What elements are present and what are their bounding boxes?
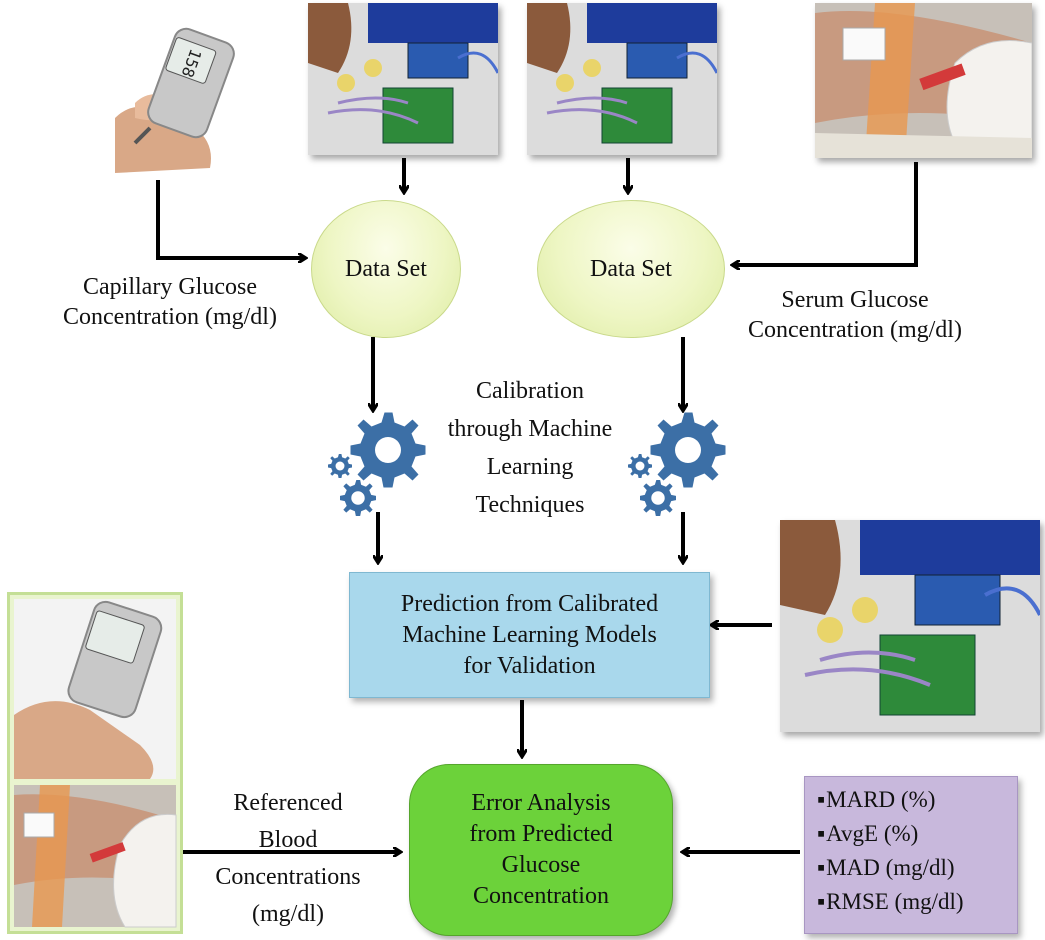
sensor-device-photo-2 <box>527 3 717 155</box>
error-analysis-box: Error Analysis from Predicted Glucose Co… <box>409 764 673 936</box>
referenced-label: Referenced Blood Concentrations (mg/dl) <box>215 790 361 927</box>
metric-mard: MARD (%) <box>817 783 1017 817</box>
gear-icon-right <box>628 412 726 516</box>
dataset-left-label: Data Set <box>345 255 427 282</box>
calibration-label: Calibration through Machine Learning Tec… <box>447 378 613 518</box>
capillary-label: Capillary Glucose Concentration (mg/dl) <box>63 274 277 330</box>
metrics-box: MARD (%) AvgE (%) MAD (mg/dl) RMSE (mg/d… <box>804 776 1018 934</box>
metric-mad: MAD (mg/dl) <box>817 851 1017 885</box>
metric-avge: AvgE (%) <box>817 817 1017 851</box>
sensor-device-photo-1 <box>308 3 498 155</box>
prediction-box: Prediction from Calibrated Machine Learn… <box>349 572 710 698</box>
serum-label: Serum Glucose Concentration (mg/dl) <box>748 287 962 343</box>
dataset-right-label: Data Set <box>590 255 672 282</box>
sensor-device-photo-3 <box>780 520 1040 732</box>
dataset-right-node: Data Set <box>537 200 725 338</box>
dataset-left-node: Data Set <box>311 200 461 338</box>
glucometer-photo: 158 <box>105 18 235 173</box>
reference-panel <box>7 592 183 934</box>
blood-draw-photo <box>815 3 1032 158</box>
gear-icon-left <box>328 412 426 516</box>
metric-rmse: RMSE (mg/dl) <box>817 885 1017 919</box>
